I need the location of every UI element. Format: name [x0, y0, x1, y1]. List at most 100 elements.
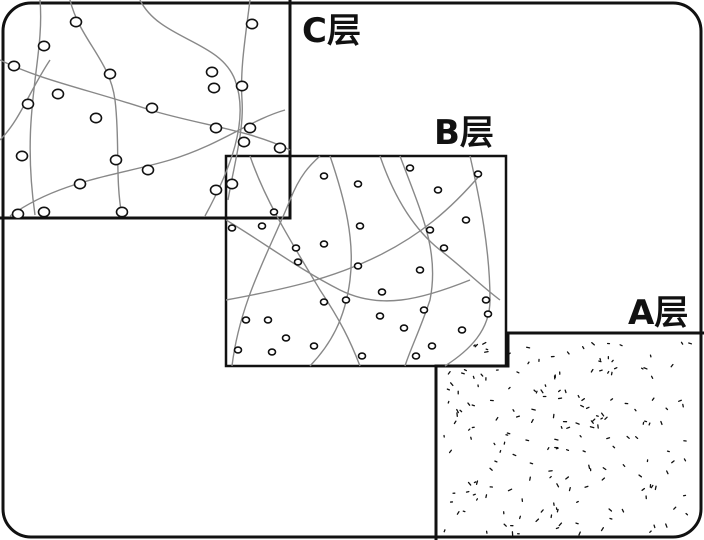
particle-a: [453, 420, 457, 425]
particle-a: [475, 480, 479, 485]
fiber-b: [225, 219, 471, 302]
particle-b: [427, 342, 437, 350]
particle-c: [15, 150, 29, 162]
particle-b: [263, 316, 273, 324]
particle-a: [499, 449, 502, 453]
particle-a: [566, 426, 571, 429]
particle-a: [472, 493, 476, 496]
fiber-c: [9, 109, 286, 217]
particle-a: [651, 397, 655, 401]
particle-a: [660, 420, 663, 426]
particle-a: [473, 344, 476, 347]
particle-a: [549, 475, 552, 479]
particle-a: [611, 359, 614, 363]
particle-a: [575, 522, 579, 525]
particle-a: [650, 375, 654, 379]
fiber-c: [227, 0, 251, 201]
particle-a: [527, 361, 530, 365]
layer-c-fibers: [0, 0, 291, 220]
particle-b: [233, 346, 243, 354]
particle-a: [635, 436, 639, 440]
particle-b: [419, 306, 429, 314]
particle-a: [577, 394, 580, 398]
particle-a: [459, 409, 463, 413]
particle-a: [590, 368, 594, 373]
particle-a: [467, 428, 471, 431]
fiber-c: [139, 0, 241, 217]
particle-a: [582, 450, 586, 453]
particle-a: [578, 531, 581, 536]
fiber-b: [225, 174, 481, 301]
particle-a: [588, 464, 591, 470]
particle-a: [507, 488, 513, 492]
particle-a: [650, 484, 654, 489]
particle-a: [599, 357, 602, 361]
particle-a: [495, 416, 499, 421]
particle-a: [688, 342, 693, 345]
fiber-b: [379, 155, 501, 301]
fiber-b: [399, 155, 434, 367]
particle-a: [653, 524, 656, 529]
particle-a: [644, 420, 648, 423]
particle-c: [243, 122, 257, 134]
particle-a: [560, 425, 563, 429]
fiber-c: [29, 0, 42, 216]
particle-a: [556, 483, 560, 488]
particle-a: [564, 389, 567, 394]
particle-a: [467, 481, 472, 486]
particle-a: [558, 522, 563, 527]
particle-c: [51, 88, 65, 100]
particle-a: [494, 460, 498, 463]
particle-a: [602, 467, 607, 471]
particle-c: [205, 66, 219, 78]
particle-b: [377, 288, 387, 296]
particle-a: [565, 476, 570, 480]
particle-a: [666, 470, 669, 475]
particle-a: [601, 477, 606, 481]
particle-a: [531, 408, 536, 411]
particle-a: [612, 445, 616, 449]
particle-b: [227, 224, 237, 232]
particle-a: [680, 341, 684, 345]
particle-a: [535, 518, 540, 523]
fiber-b: [444, 155, 491, 367]
particle-b: [291, 244, 301, 252]
particle-a: [589, 426, 595, 429]
fiber-c: [69, 0, 123, 217]
particle-b: [319, 172, 329, 180]
particle-a: [482, 341, 487, 345]
particle-a: [619, 344, 623, 347]
particle-a: [678, 399, 682, 402]
particle-a: [610, 398, 614, 401]
particle-a: [600, 527, 604, 532]
particle-a: [512, 409, 515, 412]
fiber-c: [0, 59, 291, 151]
particle-b: [341, 296, 351, 304]
particle-b: [353, 262, 363, 270]
particle-a: [592, 418, 596, 422]
particle-a: [456, 511, 460, 515]
particle-a: [585, 406, 590, 410]
fiber-b: [231, 155, 321, 367]
particle-a: [475, 498, 479, 501]
particle-a: [465, 490, 470, 493]
particle-a: [685, 512, 689, 516]
particle-c: [273, 142, 287, 154]
particle-a: [609, 517, 613, 520]
particle-a: [506, 432, 511, 435]
particle-a: [447, 371, 451, 375]
particle-a: [604, 416, 608, 420]
particle-a: [485, 494, 488, 499]
particle-a: [516, 371, 520, 374]
particle-a: [649, 530, 652, 533]
particle-c: [11, 208, 25, 220]
layer-a-label: A层: [628, 293, 689, 333]
particle-c: [209, 122, 223, 134]
fiber-b: [309, 155, 352, 367]
particle-a: [443, 529, 446, 533]
particle-b: [433, 186, 443, 194]
particle-a: [503, 523, 507, 527]
particle-b: [439, 244, 449, 252]
particle-a: [473, 481, 477, 484]
particle-b: [293, 258, 303, 266]
